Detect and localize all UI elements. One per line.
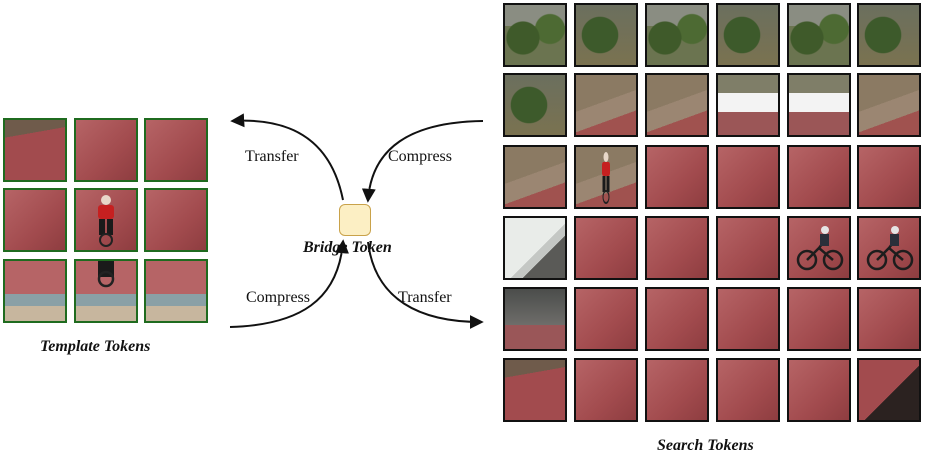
search-token-tile	[503, 73, 567, 137]
search-token-tile	[857, 287, 921, 351]
search-token-tile	[716, 3, 780, 67]
bridge-token-caption: Bridge Token	[303, 239, 392, 256]
search-token-tile	[716, 216, 780, 280]
search-token-tile	[574, 287, 638, 351]
bridge-token-box	[339, 204, 371, 236]
search-token-tile	[787, 216, 851, 280]
template-token-tile	[74, 259, 138, 323]
search-token-tile	[716, 73, 780, 137]
search-token-tile	[787, 358, 851, 422]
arrow-compress-from-search	[361, 120, 484, 203]
search-token-tile	[787, 3, 851, 67]
template-token-tile	[3, 188, 67, 252]
template-tokens-caption: Template Tokens	[40, 338, 151, 355]
search-token-tile	[645, 3, 709, 67]
arrow-transfer-to-template	[230, 113, 344, 201]
search-token-tile	[574, 216, 638, 280]
search-token-tile	[857, 216, 921, 280]
search-token-tile	[574, 358, 638, 422]
search-token-tile	[716, 287, 780, 351]
search-token-tile	[787, 73, 851, 137]
search-token-tile	[574, 73, 638, 137]
template-token-tile	[144, 259, 208, 323]
search-token-tile	[857, 73, 921, 137]
arrow-compress-from-template	[229, 239, 350, 328]
search-token-tile	[787, 145, 851, 209]
search-token-tile	[574, 3, 638, 67]
search-token-tile	[574, 145, 638, 209]
template-token-tile	[3, 259, 67, 323]
search-token-tile	[787, 287, 851, 351]
search-tokens-caption: Search Tokens	[657, 437, 754, 454]
template-token-tile	[74, 188, 138, 252]
search-token-tile	[857, 3, 921, 67]
search-token-tile	[645, 73, 709, 137]
arrow-transfer-to-search	[367, 241, 484, 329]
search-token-tile	[503, 216, 567, 280]
search-token-tile	[857, 358, 921, 422]
search-token-tile	[645, 358, 709, 422]
template-token-tile	[3, 118, 67, 182]
search-token-tile	[503, 145, 567, 209]
edge-label-transfer-right: Transfer	[398, 289, 452, 306]
search-token-tile	[716, 358, 780, 422]
search-token-tile	[503, 3, 567, 67]
edge-label-compress-left: Compress	[246, 289, 310, 306]
search-token-tile	[645, 145, 709, 209]
search-token-tile	[645, 216, 709, 280]
template-token-tile	[144, 118, 208, 182]
search-token-tile	[503, 287, 567, 351]
search-token-tile	[857, 145, 921, 209]
search-token-tile	[645, 287, 709, 351]
template-token-tile	[74, 118, 138, 182]
search-token-tile	[503, 358, 567, 422]
template-token-tile	[144, 188, 208, 252]
edge-label-compress-right: Compress	[388, 148, 452, 165]
search-token-tile	[716, 145, 780, 209]
edge-label-transfer-left: Transfer	[245, 148, 299, 165]
